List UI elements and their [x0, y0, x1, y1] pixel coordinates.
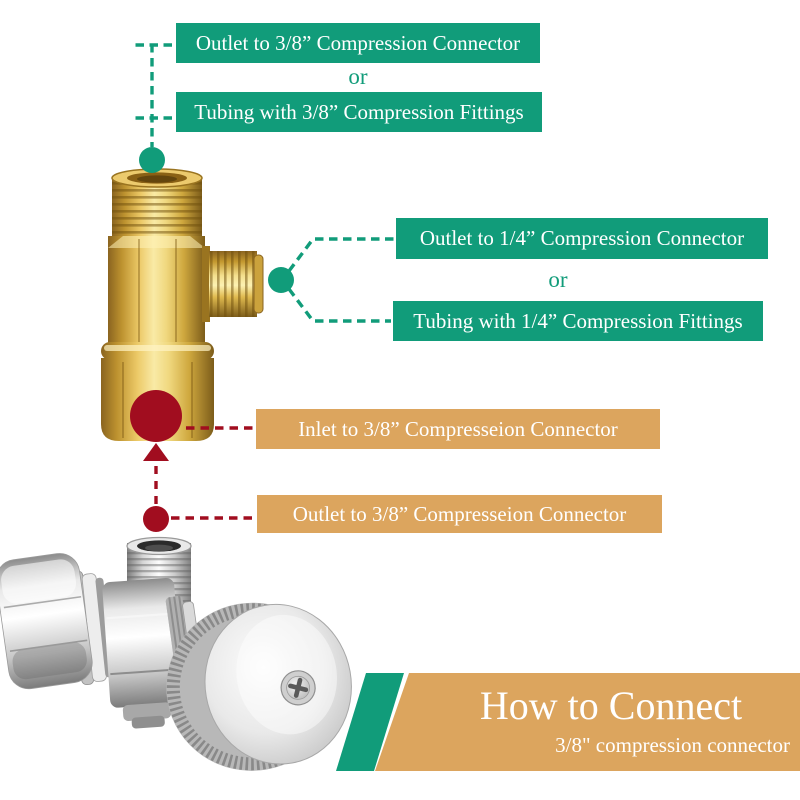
- tee-side-collar: [202, 246, 210, 322]
- teal-connector-lines: [130, 43, 394, 323]
- red-connector-lines: [154, 426, 257, 520]
- arrow-up-icon: [143, 443, 169, 461]
- callout-top-option2-banner: Tubing with 3/8” Compression Fittings: [176, 92, 542, 132]
- valve-compression-nut: [0, 553, 93, 690]
- dashed-line: [287, 287, 391, 323]
- tee-hex-body: [108, 236, 205, 344]
- teal-dot-side: [268, 267, 294, 293]
- brass-tee-fitting-image: [101, 168, 264, 441]
- callout-side-or: or: [548, 267, 568, 292]
- callout-outlet-banner: Outlet to 3/8” Compresseion Connector: [257, 495, 662, 533]
- valve-body: [102, 578, 182, 729]
- callout-side-option1-banner: Outlet to 1/4” Compression Connector: [396, 218, 768, 259]
- phillips-screw-icon: [288, 677, 309, 698]
- footer-teal-stripe: [336, 673, 404, 771]
- dashed-line: [287, 237, 394, 273]
- valve-handle: [166, 602, 352, 771]
- chrome-angle-valve-image: [0, 536, 352, 771]
- teal-dot-top: [139, 147, 165, 173]
- callout-top-option1-banner: Outlet to 3/8” Compression Connector: [176, 23, 540, 63]
- callout-side-option2-banner: Tubing with 1/4” Compression Fittings: [393, 301, 763, 341]
- red-dot-outlet: [143, 506, 169, 532]
- callout-inlet-banner: Inlet to 3/8” Compresseion Connector: [256, 409, 660, 449]
- footer-title: How to Connect: [479, 683, 743, 728]
- footer-ribbon: [375, 673, 800, 771]
- callout-top-or: or: [348, 64, 368, 89]
- red-dot-inlet: [130, 390, 182, 442]
- footer-subtitle: 3/8" compression connector: [555, 733, 790, 757]
